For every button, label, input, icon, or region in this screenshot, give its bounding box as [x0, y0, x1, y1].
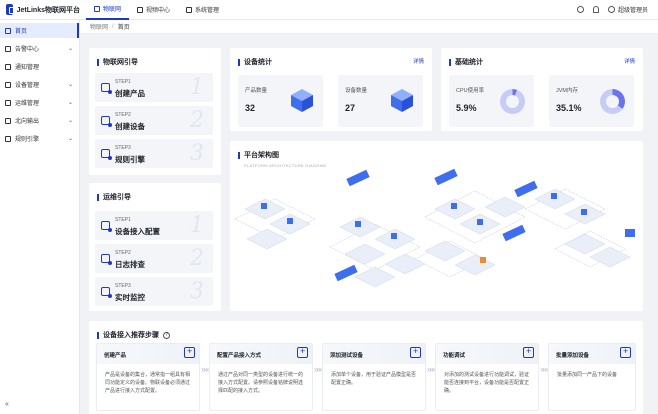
- recommend-card: 设备接入推荐步骤? 创建产品 产品是设备的集合，通常指一组具有相同功能定义的设备…: [89, 321, 643, 414]
- user-name: 超级管理员: [617, 8, 648, 14]
- chevron-down-icon: ⌄: [67, 118, 73, 124]
- sidebar-item-notify[interactable]: 通知管理: [0, 59, 79, 74]
- top-nav-system[interactable]: 系统管理: [178, 0, 227, 20]
- stat-device-count: 设备数量 27: [338, 75, 423, 127]
- top-nav: 物联网 视频中心 系统管理: [86, 0, 227, 20]
- guide-step-create-product[interactable]: STEP1 创建产品 1: [95, 73, 213, 102]
- arrow-icon: »»»: [540, 365, 549, 374]
- chevron-down-icon: ⌄: [67, 82, 73, 88]
- log-icon: [101, 254, 112, 265]
- logo[interactable]: JetLinks物联网平台: [0, 4, 80, 15]
- device-cube-icon: [391, 89, 413, 112]
- app-title: JetLinks物联网平台: [16, 6, 80, 14]
- architecture-card: 平台架构图 PLATFORM ARCHITECTURE DIAGRAM: [230, 141, 643, 311]
- avatar: [607, 6, 615, 13]
- card-title: 设备统计: [238, 57, 272, 67]
- base-stats-card: 基础统计 详情 CPU使用率 5.9% JVM内存 35.1%: [441, 48, 643, 131]
- card-subtitle: PLATFORM ARCHITECTURE DIAGRAM: [244, 163, 327, 168]
- rule-icon: [101, 149, 112, 160]
- card-title: 设备接入推荐步骤?: [97, 330, 170, 340]
- stat-jvm: JVM内存 35.1%: [549, 75, 634, 127]
- help-circle-icon[interactable]: [576, 6, 584, 13]
- stat-cpu: CPU使用率 5.9%: [449, 75, 534, 127]
- export-icon: [5, 117, 11, 124]
- top-nav-video[interactable]: 视频中心: [129, 0, 178, 20]
- recommend-step-add-test-device[interactable]: 添加测试设备 添加单个设备，用于验证产品模型是否配置正确。: [322, 343, 426, 411]
- sidebar: 首页 告警中心⌄ 通知管理 设备管理⌄ 运维管理⌄ 北向输出⌄ 规则引擎⌄ «: [0, 20, 80, 414]
- user-menu[interactable]: 超级管理员: [607, 5, 648, 14]
- access-icon: [101, 221, 112, 232]
- chevron-down-icon: ⌄: [67, 100, 73, 106]
- sidebar-item-ops[interactable]: 运维管理⌄: [0, 95, 79, 110]
- add-icon[interactable]: [410, 346, 421, 358]
- monitor-icon: [101, 287, 112, 298]
- arrow-icon: »»»: [201, 365, 210, 374]
- chevron-down-icon: ⌄: [67, 136, 73, 142]
- ops-step-monitor[interactable]: STEP3 实时监控 3: [95, 277, 213, 306]
- guide-step-rule-engine[interactable]: STEP3 规则引擎 3: [95, 139, 213, 168]
- card-title: 物联网引导: [97, 57, 138, 67]
- device-icon: [101, 116, 112, 127]
- add-icon[interactable]: [523, 346, 534, 358]
- bell-icon[interactable]: [592, 6, 599, 13]
- detail-link[interactable]: 详情: [412, 59, 424, 65]
- video-icon: [137, 6, 144, 13]
- recommend-step-create-product[interactable]: 创建产品 产品是设备的集合，通常指一组具有相同功能定义的设备。物联设备必须通过产…: [96, 343, 200, 411]
- breadcrumb-item[interactable]: 物联网: [90, 25, 109, 31]
- home-icon: [5, 27, 11, 34]
- recommend-step-batch-add[interactable]: 批量添加设备 批量添加同一产品下的设备: [548, 343, 636, 411]
- card-title: 平台架构图: [238, 150, 279, 160]
- jvm-donut: [600, 89, 625, 114]
- arrow-icon: »»»: [427, 365, 436, 374]
- sidebar-item-device[interactable]: 设备管理⌄: [0, 77, 79, 92]
- sidebar-item-home[interactable]: 首页: [0, 23, 79, 38]
- card-title: 基础统计: [449, 57, 483, 67]
- add-icon[interactable]: [620, 346, 631, 358]
- breadcrumb-separator: /: [112, 23, 114, 30]
- ops-guide-card: 运维引导 STEP1 设备接入配置 1 STEP2 日志排查 2 STEP3 实…: [89, 183, 221, 311]
- cpu-donut: [500, 89, 525, 114]
- iot-icon: [94, 5, 100, 12]
- ops-step-log[interactable]: STEP2 日志排查 2: [95, 244, 213, 273]
- arrow-icon: »»»: [314, 365, 323, 374]
- breadcrumb: 物联网 / 首页: [80, 20, 658, 34]
- alarm-icon: [5, 45, 11, 52]
- cube-icon: [291, 89, 313, 112]
- recommend-step-debug[interactable]: 功能调试 对添加的测试设备进行功能调试，验证能否连接到平台，设备功能是否配置正确…: [435, 343, 539, 411]
- iot-guide-card: 物联网引导 STEP1 创建产品 1 STEP2 创建设备 2 STEP3 规则…: [89, 48, 221, 175]
- sidebar-item-northbound[interactable]: 北向输出⌄: [0, 113, 79, 128]
- recommend-step-config-access[interactable]: 配置产品接入方式 通过产品对同一类型的设备进行统一的接入方式配置。请参照设备铭牌…: [209, 343, 313, 411]
- collapse-icon[interactable]: «: [5, 401, 9, 408]
- logo-icon: [6, 4, 16, 15]
- device-icon: [5, 81, 11, 88]
- rule-icon: [5, 135, 11, 142]
- question-icon[interactable]: ?: [163, 331, 170, 339]
- add-icon[interactable]: [297, 346, 308, 358]
- sidebar-item-alarm[interactable]: 告警中心⌄: [0, 41, 79, 56]
- top-bar: JetLinks物联网平台 物联网 视频中心 系统管理 超级管理员: [0, 0, 658, 20]
- product-icon: [101, 83, 112, 94]
- architecture-diagram: [235, 169, 635, 288]
- gear-icon: [186, 6, 193, 13]
- ops-icon: [5, 99, 11, 106]
- chevron-down-icon: ⌄: [67, 46, 73, 52]
- sidebar-item-rule[interactable]: 规则引擎⌄: [0, 131, 79, 146]
- add-icon[interactable]: [184, 346, 195, 358]
- notify-icon: [5, 63, 11, 70]
- guide-step-create-device[interactable]: STEP2 创建设备 2: [95, 106, 213, 135]
- device-stats-card: 设备统计 详情 产品数量 32 设备数量 27: [230, 48, 432, 131]
- breadcrumb-current: 首页: [117, 25, 130, 31]
- card-title: 运维引导: [97, 192, 131, 202]
- ops-step-access-config[interactable]: STEP1 设备接入配置 1: [95, 211, 213, 240]
- detail-link[interactable]: 详情: [623, 59, 635, 65]
- top-nav-iot[interactable]: 物联网: [86, 0, 130, 20]
- stat-product-count: 产品数量 32: [238, 75, 323, 127]
